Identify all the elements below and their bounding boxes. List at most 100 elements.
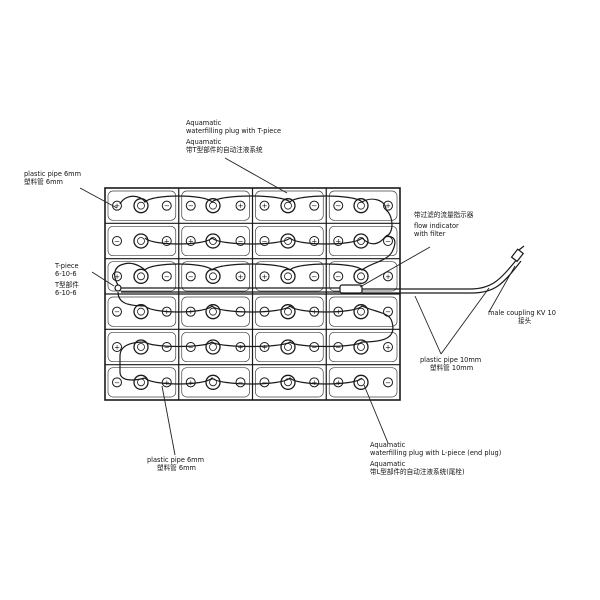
terminal-polarity-icon: + xyxy=(114,273,120,281)
battery-terminal-icon xyxy=(112,306,122,317)
battery-cell-outline xyxy=(255,225,324,257)
label-plug-t-line4: 带T型部件的自动注液系统 xyxy=(186,146,263,154)
pipe-6mm-row3-upper xyxy=(114,235,396,286)
filling-plug-icon xyxy=(133,233,149,249)
terminal-polarity-icon: − xyxy=(385,379,391,387)
pipe-6mm-row3-lower xyxy=(117,291,393,323)
terminal-polarity-icon: + xyxy=(114,344,120,352)
battery-terminal-icon xyxy=(161,200,172,211)
filling-plug-inner-icon xyxy=(137,307,145,316)
battery-terminal-icon xyxy=(383,377,393,388)
label-flow-indicator-line1: 带过滤的流量指示器 xyxy=(414,211,474,219)
filling-plug-icon xyxy=(205,374,221,390)
filling-plug-icon xyxy=(353,198,369,214)
battery-terminal-icon xyxy=(309,200,320,211)
leader-pipe-10mm-b xyxy=(440,287,490,355)
label-t-piece-line1: T-piece xyxy=(55,262,79,270)
label-flow-indicator-line2: flow indicator xyxy=(414,222,459,230)
label-plug-t: Aquamatic waterfilling plug with T-piece… xyxy=(186,119,281,154)
filling-plug-inner-icon xyxy=(137,201,145,210)
label-pipe-6mm-top-line1: plastic pipe 6mm xyxy=(24,170,82,178)
label-plug-t-line2: waterfilling plug with T-piece xyxy=(186,127,282,135)
battery-cell-outline xyxy=(328,190,398,221)
terminal-polarity-icon: − xyxy=(335,273,341,281)
filling-plug-icon xyxy=(280,198,296,214)
battery-terminal-icon xyxy=(383,271,393,282)
battery-terminal-icon xyxy=(309,271,320,282)
battery-cell-outline xyxy=(107,261,177,292)
terminal-polarity-icon: − xyxy=(114,379,120,387)
label-plug-l-line4: 带L型部件的自动注液系统(尾栓) xyxy=(370,468,465,476)
terminal-polarity-icon: + xyxy=(262,344,268,352)
pipe-6mm-row6 xyxy=(144,377,363,385)
filling-plug-icon xyxy=(133,374,149,390)
battery-terminal-icon xyxy=(309,377,320,388)
label-pipe-6mm-top: plastic pipe 6mm 塑料管 6mm xyxy=(24,170,81,186)
battery-terminal-icon xyxy=(185,200,196,211)
label-pipe-10mm-line1: plastic pipe 10mm xyxy=(420,356,482,364)
battery-terminal-icon xyxy=(235,271,246,282)
label-t-piece-line4: 6-10-6 xyxy=(55,289,77,297)
label-male-coupling-line2: 接头 xyxy=(518,317,532,325)
terminal-polarity-icon: + xyxy=(164,238,170,246)
battery-cell-outline xyxy=(181,261,250,292)
battery-terminal-icon xyxy=(333,271,344,282)
filling-plug-inner-icon xyxy=(284,272,292,281)
leader-pipe-10mm-a xyxy=(414,295,442,355)
filling-plug-icon xyxy=(133,304,149,320)
filling-plug-inner-icon xyxy=(357,201,365,210)
leader-t-piece xyxy=(91,271,115,287)
battery-terminal-icon xyxy=(333,377,344,388)
battery-terminal-icon xyxy=(112,377,122,388)
battery-terminal-icon xyxy=(185,377,196,388)
pipe-10mm-outer xyxy=(121,260,522,294)
terminal-polarity-icon: + xyxy=(164,379,170,387)
battery-cell-outline xyxy=(328,225,398,257)
label-pipe-10mm-line2: 塑料管 10mm xyxy=(430,364,474,372)
battery-terminal-icon xyxy=(112,342,122,352)
battery-terminal-icon xyxy=(161,271,172,282)
t-piece-icon xyxy=(114,284,122,292)
filling-plug-icon xyxy=(280,374,296,390)
filling-plug-inner-icon xyxy=(209,272,217,281)
terminal-polarity-icon: − xyxy=(385,238,391,246)
filling-plug-icon xyxy=(205,198,221,214)
terminal-polarity-icon: − xyxy=(238,238,244,246)
terminal-polarity-icon: − xyxy=(164,273,170,281)
terminal-polarity-icon: − xyxy=(188,202,194,210)
leader-pipe-6mm-bottom xyxy=(161,385,176,456)
battery-terminal-icon xyxy=(235,200,246,211)
pipe-6mm-row2 xyxy=(144,235,387,245)
terminal-polarity-icon: − xyxy=(335,202,341,210)
battery-terminal-icon xyxy=(185,271,196,282)
label-pipe-6mm-top-line2: 塑料管 6mm xyxy=(24,178,63,186)
battery-cell-outline xyxy=(107,190,177,221)
filling-plug-inner-icon xyxy=(209,201,217,210)
terminal-polarity-icon: + xyxy=(262,273,268,281)
pipe-6mm-row1-2-loop xyxy=(385,209,393,237)
filling-plug-inner-icon xyxy=(137,237,145,245)
leader-pipe-6mm-top xyxy=(79,187,118,209)
label-t-piece-line2: 6-10-6 xyxy=(55,270,77,278)
filling-plug-icon xyxy=(280,268,296,284)
battery-cell-outline xyxy=(181,225,250,257)
filling-plug-inner-icon xyxy=(357,343,365,351)
leader-male-coupling xyxy=(488,265,516,313)
terminal-polarity-icon: + xyxy=(335,238,341,246)
terminal-polarity-icon: + xyxy=(262,202,268,210)
filling-plug-inner-icon xyxy=(209,343,217,351)
terminal-polarity-icon: − xyxy=(262,379,268,387)
terminal-polarity-icon: + xyxy=(385,202,391,210)
battery-cell-outline xyxy=(181,367,250,398)
label-plug-l-line2: waterfilling plug with L-piece (end plug… xyxy=(370,449,502,457)
filling-plug-inner-icon xyxy=(137,272,145,281)
battery-terminal-icon xyxy=(259,200,270,211)
filling-plug-inner-icon xyxy=(137,343,145,351)
terminal-polarity-icon: − xyxy=(164,202,170,210)
terminal-polarity-icon: − xyxy=(335,344,341,352)
terminal-polarity-icon: − xyxy=(188,344,194,352)
label-pipe-10mm: plastic pipe 10mm 塑料管 10mm xyxy=(420,356,481,372)
terminal-polarity-icon: − xyxy=(311,273,317,281)
male-coupling-icon xyxy=(510,245,525,263)
